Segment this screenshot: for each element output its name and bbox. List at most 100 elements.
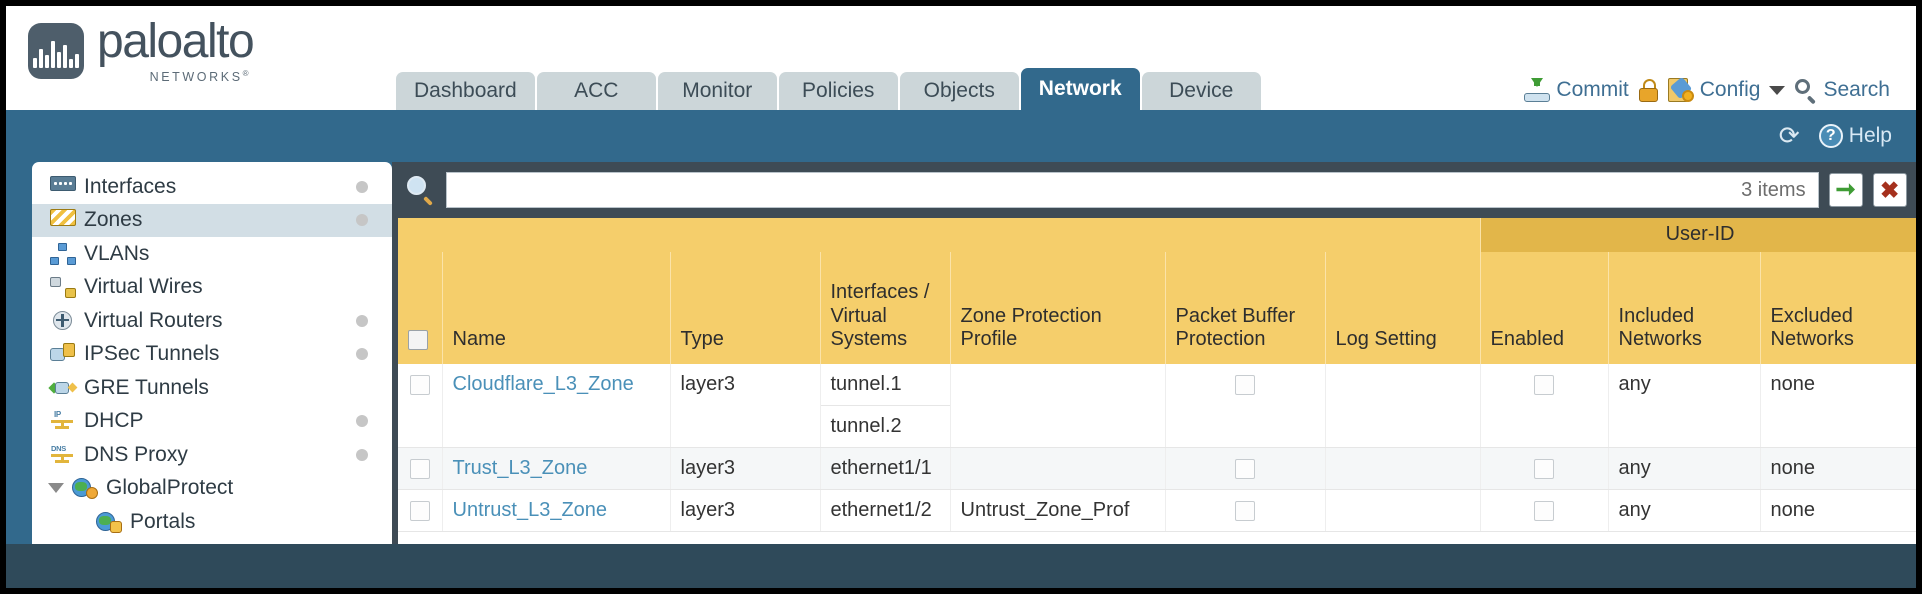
- userid-enabled-checkbox[interactable]: [1534, 374, 1555, 395]
- zone-link[interactable]: Cloudflare_L3_Zone: [452, 373, 634, 395]
- status-dot: [356, 214, 368, 227]
- column-header-name[interactable]: Name: [442, 252, 671, 364]
- sidebar-item-label: GRE Tunnels: [84, 375, 209, 399]
- sidebar-item-label: Interfaces: [84, 174, 177, 198]
- cell-excluded-networks: none: [1760, 364, 1916, 448]
- search-button[interactable]: Search: [1795, 78, 1890, 104]
- sidebar-item-ipsec-tunnels[interactable]: IPSec Tunnels: [32, 338, 392, 372]
- tab-dashboard[interactable]: Dashboard: [396, 72, 535, 110]
- status-dot: [356, 448, 368, 461]
- config-menu[interactable]: Config: [1667, 76, 1786, 102]
- commit-label: Commit: [1556, 78, 1629, 101]
- row-checkbox[interactable]: [409, 500, 430, 521]
- tab-device[interactable]: Device: [1141, 72, 1261, 110]
- cell-interfaces: tunnel.1 tunnel.2: [820, 364, 951, 448]
- select-all-checkbox[interactable]: [408, 330, 428, 351]
- group-header-spacer: [398, 218, 1481, 252]
- help-button[interactable]: ? Help: [1818, 124, 1892, 148]
- cell-type: layer3: [670, 447, 821, 490]
- column-header-type[interactable]: Type: [670, 252, 821, 364]
- clear-filter-button[interactable]: ✖: [1872, 173, 1907, 207]
- group-header-userid: User-ID: [1480, 218, 1916, 252]
- sidebar-item-gre-tunnels[interactable]: GRE Tunnels: [32, 371, 392, 405]
- sidebar-item-portals[interactable]: Portals: [32, 505, 392, 539]
- search-icon: [1795, 79, 1817, 104]
- sidebar-item-zones[interactable]: Zones: [32, 203, 392, 237]
- top-right-actions: Commit Config Search: [1524, 76, 1916, 110]
- sidebar-item-label: DHCP: [84, 409, 144, 433]
- sidebar-item-vlans[interactable]: VLANs: [32, 237, 392, 271]
- packet-buffer-protection-checkbox[interactable]: [1235, 500, 1255, 521]
- sidebar-item-label: VLANs: [84, 241, 150, 265]
- sidebar-item-label: GlobalProtect: [106, 476, 234, 500]
- cell-included-networks: any: [1608, 447, 1761, 490]
- virtual-wires-icon: [50, 276, 76, 299]
- secondary-toolbar: ⟳ ? Help: [6, 110, 1916, 162]
- zone-link[interactable]: Untrust_L3_Zone: [452, 499, 608, 521]
- sidebar-item-virtual-routers[interactable]: Virtual Routers: [32, 304, 392, 338]
- chevron-down-icon[interactable]: [48, 483, 64, 494]
- row-checkbox[interactable]: [409, 374, 430, 395]
- status-dot: [356, 415, 368, 428]
- userid-enabled-checkbox[interactable]: [1534, 458, 1555, 479]
- column-header-zone-protection-profile[interactable]: Zone Protection Profile: [950, 252, 1166, 364]
- cell-interfaces: ethernet1/2: [820, 489, 951, 532]
- sidebar-item-label: Virtual Wires: [84, 275, 203, 299]
- cell-included-networks: any: [1608, 364, 1761, 448]
- table-header-row: Name Type Interfaces / Virtual Systems Z…: [398, 252, 1916, 364]
- virtual-routers-icon: [50, 310, 76, 332]
- main-panel: 3 items ➞ ✖: [392, 162, 1916, 544]
- sidebar-item-label: Virtual Routers: [84, 308, 223, 332]
- tab-network[interactable]: Network: [1020, 68, 1140, 110]
- tab-policies[interactable]: Policies: [778, 72, 898, 110]
- search-input[interactable]: 3 items: [446, 172, 1819, 208]
- packet-buffer-protection-checkbox[interactable]: [1235, 458, 1255, 479]
- sidebar-item-globalprotect[interactable]: GlobalProtect: [32, 472, 392, 506]
- sidebar-item-label: Gateways: [130, 543, 223, 544]
- sidebar-item-virtual-wires[interactable]: Virtual Wires: [32, 271, 392, 305]
- commit-button[interactable]: Commit: [1524, 78, 1629, 102]
- sidebar-item-gateways[interactable]: Gateways: [32, 539, 392, 544]
- packet-buffer-protection-checkbox[interactable]: [1235, 374, 1255, 395]
- cell-type: layer3: [670, 489, 821, 532]
- column-header-interfaces[interactable]: Interfaces / Virtual Systems: [820, 252, 951, 364]
- lock-button[interactable]: [1638, 78, 1658, 102]
- refresh-icon[interactable]: ⟳: [1778, 122, 1800, 150]
- status-dot: [356, 180, 368, 193]
- cell-type: layer3: [670, 364, 821, 448]
- userid-enabled-checkbox[interactable]: [1534, 500, 1555, 521]
- tab-monitor[interactable]: Monitor: [657, 72, 777, 110]
- sidebar-item-label: Portals: [130, 509, 196, 533]
- apply-filter-button[interactable]: ➞: [1828, 173, 1863, 207]
- chevron-down-icon: [1769, 85, 1786, 95]
- column-header-included-networks[interactable]: Included Networks: [1608, 252, 1761, 364]
- column-header-packet-buffer-protection[interactable]: Packet Buffer Protection: [1165, 252, 1326, 364]
- search-icon[interactable]: [406, 175, 436, 206]
- row-checkbox[interactable]: [409, 458, 430, 479]
- interface-value: ethernet1/2: [830, 499, 932, 521]
- interface-value: tunnel.1: [820, 364, 950, 406]
- sidebar-item-interfaces[interactable]: Interfaces: [32, 170, 392, 204]
- column-header-enabled[interactable]: Enabled: [1480, 252, 1609, 364]
- cell-interfaces: ethernet1/1: [820, 447, 951, 490]
- tab-objects[interactable]: Objects: [899, 72, 1019, 110]
- zone-link[interactable]: Trust_L3_Zone: [452, 457, 588, 479]
- column-header-log-setting[interactable]: Log Setting: [1325, 252, 1481, 364]
- column-header-excluded-networks[interactable]: Excluded Networks: [1760, 252, 1916, 364]
- tab-acc[interactable]: ACC: [536, 72, 656, 110]
- interface-value: tunnel.2: [830, 415, 902, 437]
- cell-excluded-networks: none: [1760, 447, 1916, 490]
- search-label: Search: [1823, 78, 1890, 101]
- table-head: User-ID Name Type Interfaces / Virtual S…: [398, 218, 1916, 364]
- lock-icon: [1638, 78, 1658, 102]
- config-label: Config: [1699, 78, 1761, 101]
